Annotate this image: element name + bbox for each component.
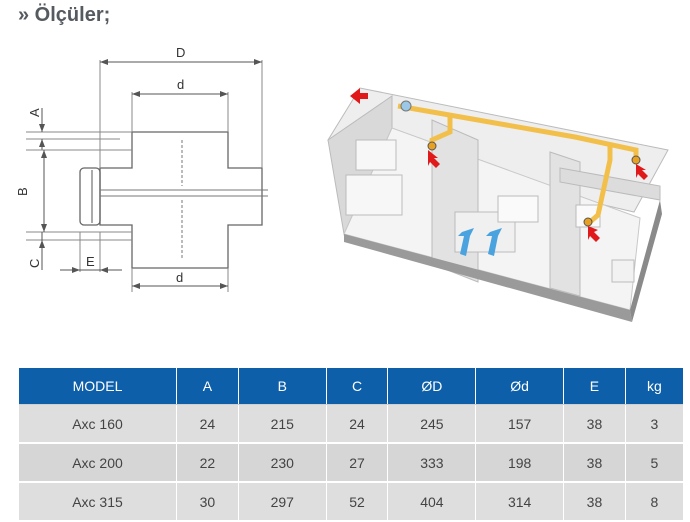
cell-model: Axc 160 bbox=[19, 404, 177, 444]
house-illustration bbox=[327, 87, 669, 322]
cell-kg: 8 bbox=[625, 482, 683, 522]
table-row: Axc 200 22 230 27 333 198 38 5 bbox=[19, 443, 683, 483]
cell-d: 198 bbox=[475, 443, 565, 483]
cell-a: 22 bbox=[176, 443, 239, 483]
header-b: B bbox=[238, 368, 327, 405]
cell-a: 24 bbox=[176, 404, 239, 444]
cell-b: 297 bbox=[238, 482, 327, 522]
label-D: D bbox=[176, 45, 185, 60]
table-header-row: MODEL A B C ØD Ød E kg bbox=[19, 368, 683, 405]
cell-a: 30 bbox=[176, 482, 239, 522]
header-c: C bbox=[326, 368, 389, 405]
extract-arrow-kitchen-icon bbox=[428, 150, 440, 168]
label-C: C bbox=[27, 259, 42, 268]
cell-c: 24 bbox=[326, 404, 389, 444]
label-E: E bbox=[86, 254, 95, 269]
cell-c: 52 bbox=[326, 482, 389, 522]
exhaust-arrow-icon bbox=[350, 88, 368, 104]
label-A: A bbox=[27, 108, 42, 117]
cell-model: Axc 200 bbox=[19, 443, 177, 483]
header-e: E bbox=[563, 368, 626, 405]
cell-od: 245 bbox=[387, 404, 477, 444]
extract-arrow-wc-icon bbox=[588, 226, 600, 242]
header-model: MODEL bbox=[19, 368, 177, 405]
cell-kg: 5 bbox=[625, 443, 683, 483]
cell-b: 215 bbox=[238, 404, 327, 444]
dimensions-table: MODEL A B C ØD Ød E kg Axc 160 24 215 24… bbox=[19, 368, 683, 522]
cell-d: 157 bbox=[475, 404, 565, 444]
cell-c: 27 bbox=[326, 443, 389, 483]
section-title: » Ölçüler; bbox=[18, 4, 111, 26]
cell-e: 38 bbox=[563, 482, 626, 522]
label-d-bottom: d bbox=[176, 270, 183, 285]
cell-od: 404 bbox=[387, 482, 477, 522]
table-row: Axc 160 24 215 24 245 157 38 3 bbox=[19, 404, 683, 444]
header-a: A bbox=[176, 368, 239, 405]
cell-d: 314 bbox=[475, 482, 565, 522]
table-row: Axc 315 30 297 52 404 314 38 8 bbox=[19, 482, 683, 522]
cell-model: Axc 315 bbox=[19, 482, 177, 522]
cell-e: 38 bbox=[563, 404, 626, 444]
header-od: ØD bbox=[387, 368, 477, 405]
dimension-drawing: D d d E A B C bbox=[15, 45, 669, 322]
header-d: Ød bbox=[475, 368, 565, 405]
label-d-top: d bbox=[177, 77, 184, 92]
cell-e: 38 bbox=[563, 443, 626, 483]
label-B: B bbox=[15, 187, 30, 196]
header-kg: kg bbox=[625, 368, 683, 405]
supply-arrow-left-icon bbox=[458, 228, 474, 256]
cell-od: 333 bbox=[387, 443, 477, 483]
supply-arrow-right-icon bbox=[486, 228, 502, 256]
cell-kg: 3 bbox=[625, 404, 683, 444]
cell-b: 230 bbox=[238, 443, 327, 483]
extract-arrow-bath-icon bbox=[636, 164, 648, 180]
